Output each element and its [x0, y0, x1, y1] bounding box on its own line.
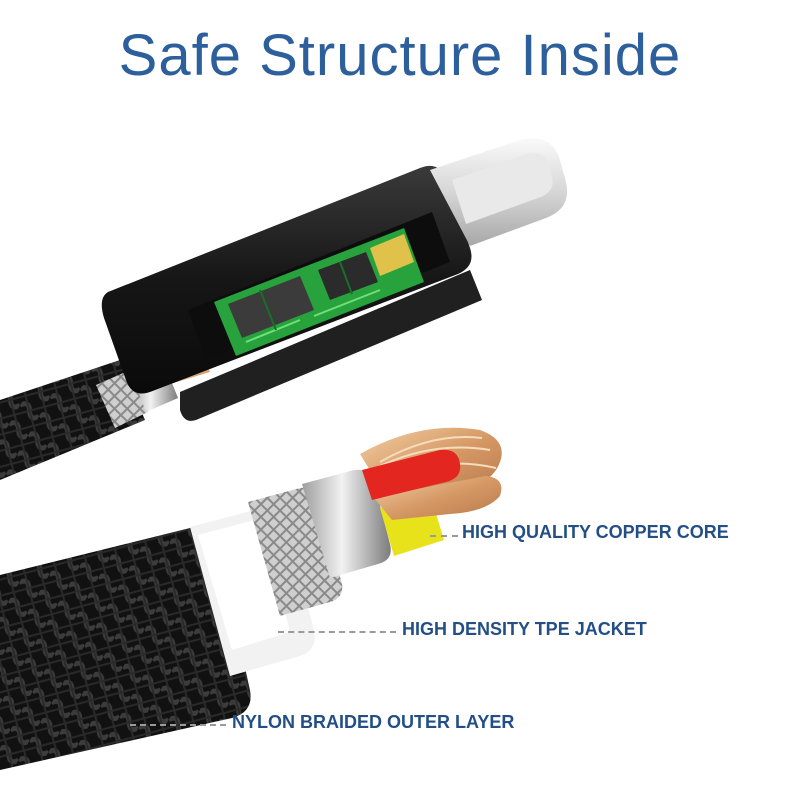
cable-cross-section: [0, 427, 502, 770]
page-title: Safe Structure Inside: [118, 23, 682, 88]
callout-line-copper: [430, 535, 458, 537]
callout-nylon-braid: NYLON BRAIDED OUTER LAYER: [232, 712, 515, 732]
usb-c-connector: [0, 138, 568, 480]
callout-copper-core: HIGH QUALITY COPPER CORE: [462, 522, 729, 542]
callout-tpe-jacket: HIGH DENSITY TPE JACKET: [402, 619, 647, 639]
callout-line-braid: [130, 724, 226, 726]
red-wire: [362, 449, 461, 500]
nylon-braid: [0, 527, 251, 770]
callout-line-jacket: [278, 631, 396, 633]
